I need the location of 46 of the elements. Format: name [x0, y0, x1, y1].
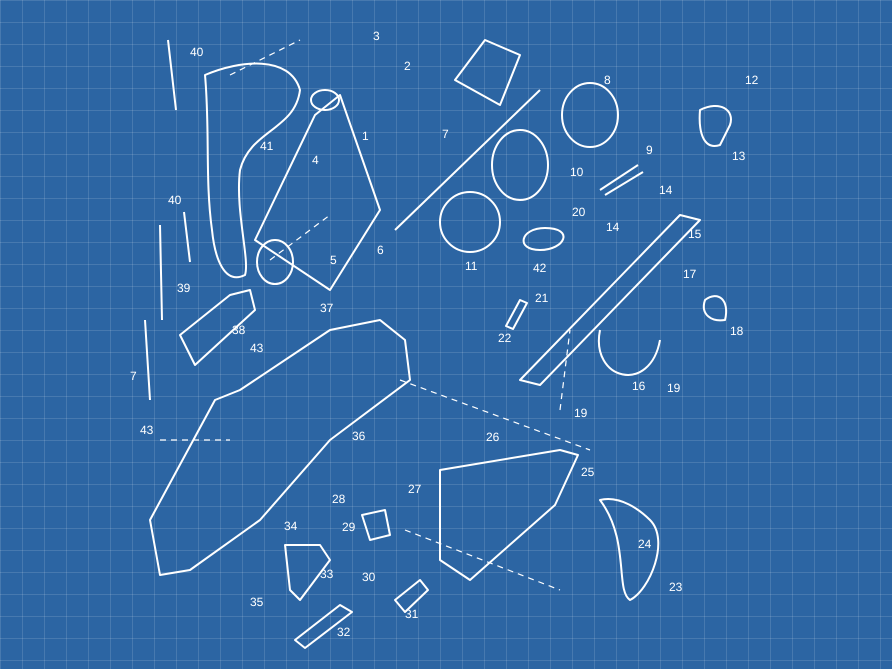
- callout-number: 3: [373, 29, 380, 43]
- callout-number: 16: [632, 379, 646, 393]
- callout-number: 40: [168, 193, 182, 207]
- callout-number: 32: [337, 625, 350, 639]
- callout-number: 10: [570, 165, 584, 179]
- callout-number: 15: [688, 227, 702, 241]
- callout-number: 21: [535, 291, 548, 305]
- callout-number: 38: [232, 323, 246, 337]
- callout-number: 34: [284, 519, 298, 533]
- callout-number: 39: [177, 281, 190, 295]
- callout-number: 19: [667, 381, 680, 395]
- callout-number: 7: [130, 369, 137, 383]
- callout-number: 7: [442, 127, 449, 141]
- callout-number: 36: [352, 429, 366, 443]
- callout-number: 28: [332, 492, 346, 506]
- callout-number: 41: [260, 139, 274, 153]
- callout-number: 11: [465, 259, 478, 273]
- callout-number: 4: [312, 153, 319, 167]
- callout-number: 43: [140, 423, 154, 437]
- callout-number: 5: [330, 253, 337, 267]
- callout-number: 27: [408, 482, 422, 496]
- callout-number: 40: [190, 45, 204, 59]
- callout-number: 14: [606, 220, 620, 234]
- callout-number: 35: [250, 595, 264, 609]
- callout-number: 8: [604, 73, 611, 87]
- callout-number: 42: [533, 261, 546, 275]
- callout-number: 30: [362, 570, 376, 584]
- callout-number: 37: [320, 301, 334, 315]
- callout-number: 1: [362, 129, 369, 143]
- callout-number: 20: [572, 205, 586, 219]
- callout-number: 13: [732, 149, 746, 163]
- callout-number: 6: [377, 243, 384, 257]
- callout-number: 19: [574, 406, 588, 420]
- callout-number: 26: [486, 430, 500, 444]
- callout-number: 14: [659, 183, 672, 197]
- callout-number: 17: [683, 267, 696, 281]
- callout-number: 23: [669, 580, 682, 594]
- callout-number: 18: [730, 324, 744, 338]
- callout-number: 43: [250, 341, 264, 355]
- callout-number: 25: [581, 465, 594, 479]
- callout-number: 29: [342, 520, 356, 534]
- callout-number: 9: [646, 143, 653, 157]
- callout-number: 2: [404, 59, 411, 73]
- callout-number: 24: [638, 537, 652, 551]
- callout-number: 22: [498, 331, 512, 345]
- callout-number: 12: [745, 73, 758, 87]
